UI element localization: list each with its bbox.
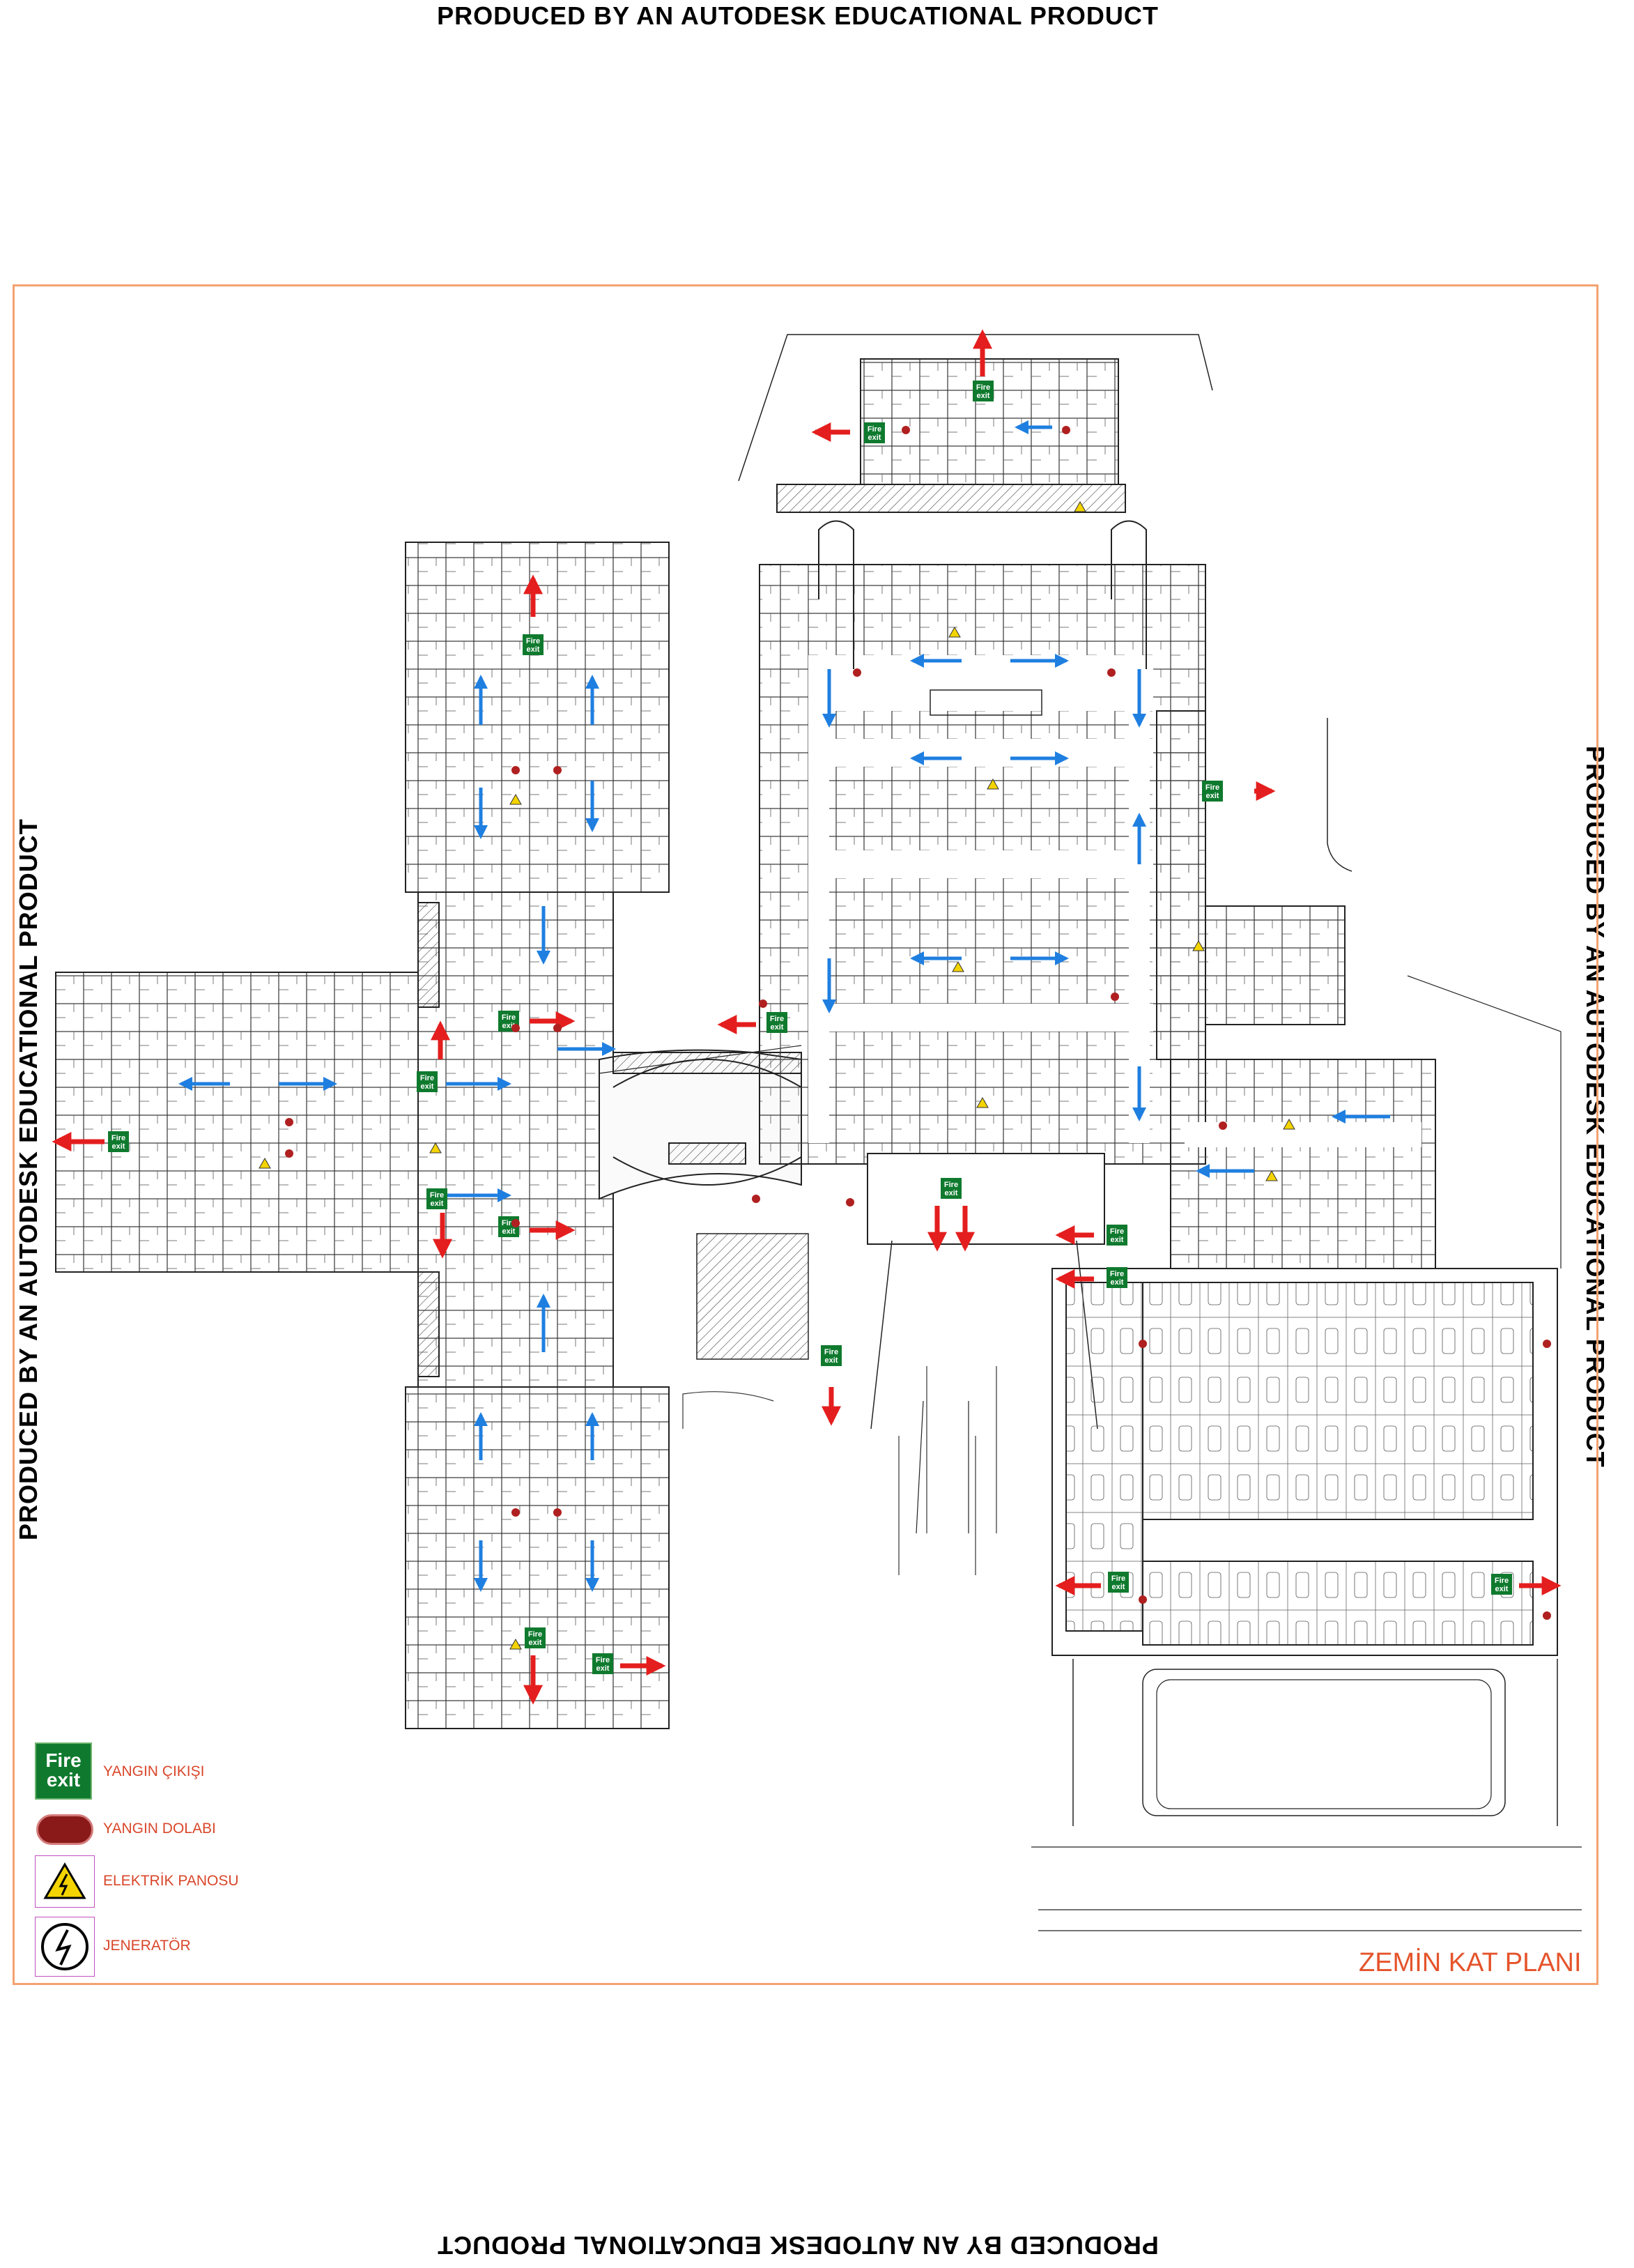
svg-text:exit: exit [771, 1023, 784, 1032]
svg-text:exit: exit [1206, 792, 1219, 800]
south-arm [405, 1386, 670, 1729]
svg-text:Fire: Fire [976, 383, 990, 392]
electrical-panel-icon [35, 1855, 95, 1908]
fire-exit-line1: Fire [45, 1749, 82, 1771]
svg-text:Fire: Fire [528, 1630, 542, 1639]
central-hub [417, 891, 614, 1388]
fire-cabinets [285, 426, 1551, 1620]
svg-text:exit: exit [1111, 1236, 1124, 1244]
drawing-frame [13, 284, 1598, 1985]
svg-text:exit: exit [421, 1082, 434, 1091]
svg-text:Fire: Fire [596, 1656, 610, 1664]
svg-text:Fire: Fire [1110, 1227, 1124, 1236]
fire-exit-line2: exit [46, 1769, 81, 1791]
svg-text:exit: exit [527, 645, 540, 654]
svg-text:exit: exit [977, 392, 990, 400]
svg-text:Fire: Fire [824, 1348, 838, 1356]
svg-text:Fire: Fire [1111, 1574, 1125, 1583]
svg-text:exit: exit [1495, 1585, 1509, 1593]
parking-garage [1031, 1268, 1582, 1931]
central-block [696, 520, 1206, 1534]
svg-text:exit: exit [112, 1142, 125, 1151]
site-roads [682, 1366, 997, 1575]
east-wing [1156, 710, 1562, 1269]
generator-symbol [41, 1923, 88, 1970]
generator-icon [35, 1917, 95, 1977]
svg-text:Fire: Fire [770, 1015, 784, 1023]
electrical-panels [259, 500, 1295, 1650]
svg-text:Fire: Fire [1495, 1577, 1509, 1585]
fire-cabinet-icon [36, 1814, 93, 1845]
evacuation-arrows [52, 329, 1562, 1705]
north-block [738, 334, 1213, 513]
legend-label-electrical-panel: ELEKTRİK PANOSU [103, 1873, 239, 1889]
legend-label-fire-cabinet: YANGIN DOLABI [103, 1821, 216, 1837]
svg-text:exit: exit [596, 1664, 610, 1673]
svg-text:Fire: Fire [420, 1074, 434, 1082]
corridor-flow-arrows [178, 420, 1390, 1592]
north-arm [405, 542, 670, 893]
svg-text:Fire: Fire [526, 637, 540, 645]
watermark-top: PRODUCED BY AN AUTODESK EDUCATIONAL PROD… [437, 1, 1159, 30]
svg-text:Fire: Fire [944, 1181, 958, 1189]
svg-text:Fire: Fire [1110, 1270, 1124, 1278]
svg-text:Fire: Fire [111, 1134, 125, 1142]
west-block [55, 542, 802, 1729]
svg-text:exit: exit [529, 1639, 542, 1647]
svg-text:exit: exit [431, 1200, 444, 1208]
fire-exit-icon: Fire exit [35, 1742, 92, 1800]
svg-text:Fire: Fire [430, 1191, 444, 1200]
svg-text:exit: exit [502, 1227, 516, 1236]
svg-text:exit: exit [1112, 1583, 1125, 1591]
svg-text:Fire: Fire [1205, 783, 1219, 792]
svg-text:exit: exit [868, 434, 881, 442]
plan-title: ZEMİN KAT PLANI [1359, 1948, 1582, 1977]
west-arm [55, 972, 419, 1273]
svg-text:exit: exit [825, 1356, 838, 1365]
svg-text:Fire: Fire [502, 1013, 516, 1022]
svg-text:exit: exit [1111, 1278, 1124, 1287]
electrical-panel-triangle [43, 1862, 86, 1899]
legend-label-fire-exit: YANGIN ÇIKIŞI [103, 1763, 205, 1779]
svg-text:Fire: Fire [868, 425, 881, 434]
legend-label-generator: JENERATÖR [103, 1938, 191, 1954]
svg-text:exit: exit [945, 1189, 958, 1197]
